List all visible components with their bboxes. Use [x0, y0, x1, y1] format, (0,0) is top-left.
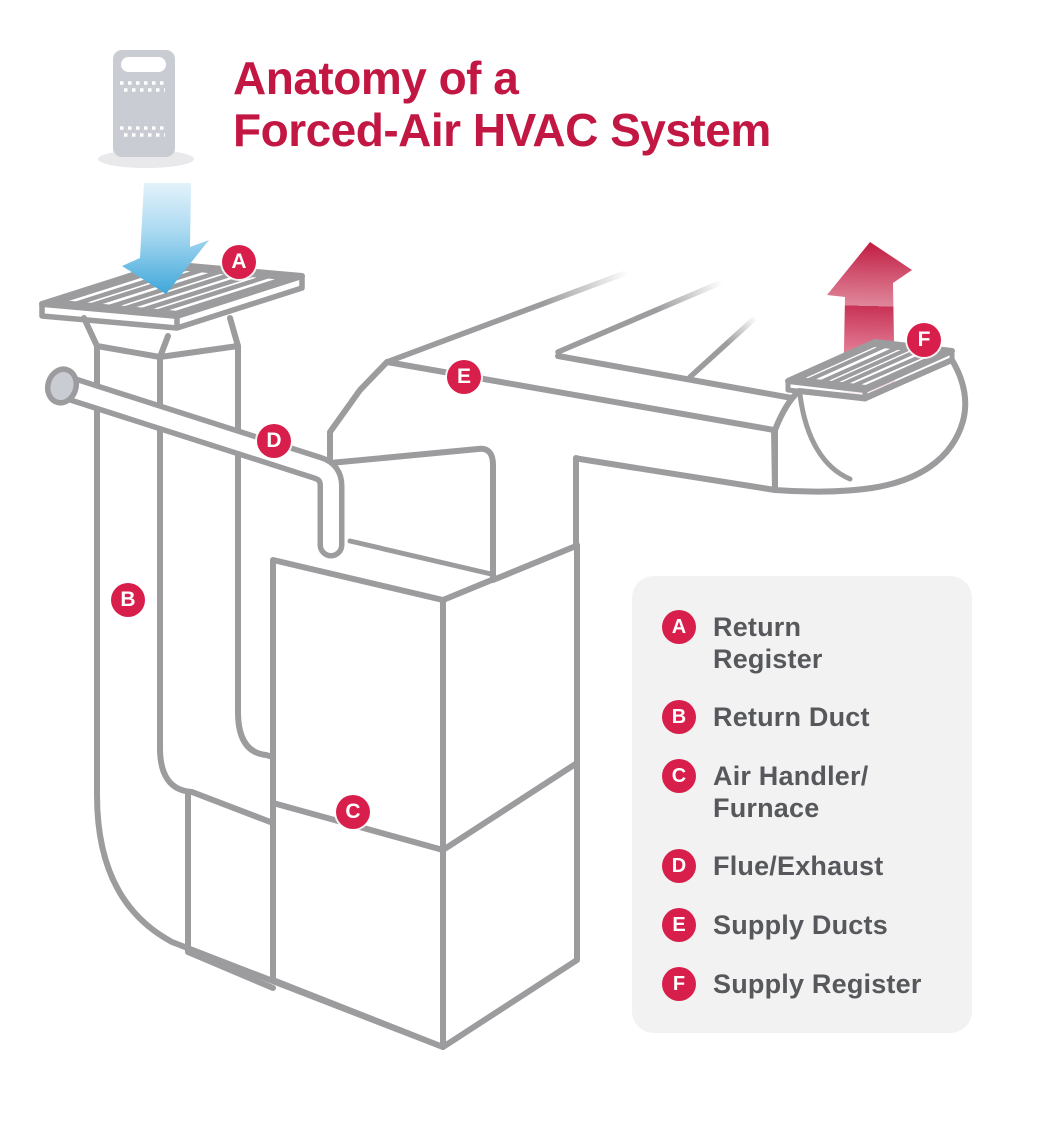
flue-pipe-graphic	[44, 366, 345, 559]
legend-label-supply-register: Supply Register	[713, 969, 922, 999]
legend-badge-d: D	[662, 849, 696, 883]
furnace-graphic	[270, 505, 580, 1050]
callout-badge-supply-register: F	[907, 323, 941, 357]
legend-item-flue-exhaust: D Flue/Exhaust	[662, 849, 948, 883]
callout-badge-supply-ducts: E	[447, 360, 481, 394]
legend-panel: A Return Register B Return Duct C Air Ha…	[632, 576, 972, 1033]
callout-badge-air-handler: C	[336, 795, 370, 829]
air-filter-icon	[98, 50, 194, 168]
legend-label-supply-ducts: Supply Ducts	[713, 910, 888, 940]
callout-badge-flue-exhaust: D	[257, 424, 291, 458]
airflow-down-arrow-icon	[122, 183, 209, 294]
legend-label-return-register: Return Register	[713, 612, 823, 674]
legend-badge-e: E	[662, 908, 696, 942]
legend-item-air-handler: C Air Handler/ Furnace	[662, 759, 948, 824]
legend-badge-b: B	[662, 700, 696, 734]
callout-badge-return-duct: B	[111, 583, 145, 617]
legend-item-supply-ducts: E Supply Ducts	[662, 908, 948, 942]
legend-item-supply-register: F Supply Register	[662, 967, 948, 1001]
legend-item-return-register: A Return Register	[662, 610, 948, 675]
supply-branch-lines	[384, 269, 759, 380]
supply-duct-graphic	[327, 353, 969, 583]
legend-item-return-duct: B Return Duct	[662, 700, 948, 734]
return-duct-graphic	[94, 343, 446, 1050]
legend-label-flue-exhaust: Flue/Exhaust	[713, 851, 884, 881]
callout-badge-return-register: A	[222, 245, 256, 279]
page-title: Anatomy of a Forced-Air HVAC System	[233, 52, 771, 156]
legend-badge-a: A	[662, 610, 696, 644]
legend-badge-f: F	[662, 967, 696, 1001]
legend-badge-c: C	[662, 759, 696, 793]
legend-label-return-duct: Return Duct	[713, 702, 870, 732]
supply-register-graphic	[785, 339, 955, 402]
legend-label-air-handler: Air Handler/ Furnace	[713, 761, 869, 823]
